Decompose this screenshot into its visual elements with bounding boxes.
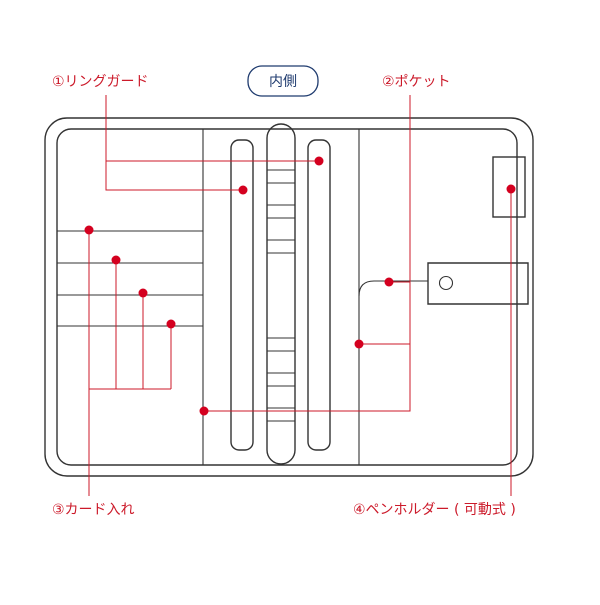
pen-holder (492, 156, 526, 218)
clasp-strap (427, 262, 529, 305)
marker-card-slot-2 (111, 255, 121, 265)
label-pen-holder: ④ペンホルダー ( 可動式 ) (353, 502, 516, 518)
label-ring-guard: ①リングガード (52, 74, 149, 90)
label-pocket: ②ポケット (382, 74, 451, 90)
binder-spine (266, 123, 296, 465)
marker-pocket-left (199, 406, 209, 416)
title-badge: 内側 (247, 65, 319, 97)
marker-card-slot-4 (166, 319, 176, 329)
leader-ring-guard-left (105, 95, 243, 191)
binder-rings (267, 169, 295, 422)
label-card-slots: ③カード入れ (52, 502, 135, 518)
card-slot-lines (57, 230, 203, 327)
marker-card-slot-1 (84, 225, 94, 235)
marker-ring-guard-left (238, 185, 248, 195)
cover-inner-outline (56, 128, 518, 466)
leader-pocket-main (204, 95, 411, 412)
pocket-outline (358, 280, 428, 297)
clasp-snap (438, 275, 454, 291)
marker-pocket-lower (354, 339, 364, 349)
marker-card-slot-3 (138, 288, 148, 298)
cover-outer-outline (44, 117, 534, 477)
marker-pen-holder (506, 184, 516, 194)
ring-guard-left (230, 139, 254, 451)
leader-lines (88, 95, 512, 496)
marker-pocket-upper (384, 277, 394, 287)
ring-guard-right (307, 139, 331, 451)
marker-ring-guard-right (314, 156, 324, 166)
title-badge-text: 内側 (269, 74, 297, 90)
title-badge-frame (247, 65, 319, 97)
marker-dots (84, 156, 516, 416)
